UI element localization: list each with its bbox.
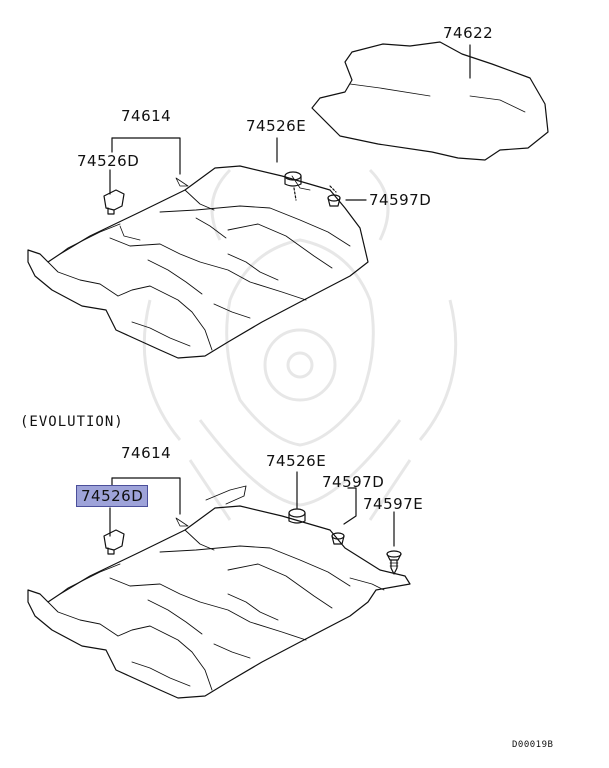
plug-part-bottom	[288, 508, 306, 524]
fastener-part-top	[327, 185, 341, 207]
clip-part-bottom	[103, 529, 125, 555]
part-label-fastener-top[interactable]: 74597D	[369, 191, 432, 209]
floor-carpet-top	[27, 165, 369, 359]
variant-caption: (EVOLUTION)	[20, 414, 124, 430]
part-label-clip-top[interactable]: 74526D	[77, 152, 140, 170]
samurai-crest-watermark	[142, 168, 458, 521]
part-label-plug-bottom[interactable]: 74526E	[266, 452, 327, 470]
part-label-carpet-bottom[interactable]: 74614	[121, 444, 172, 462]
clip-part-top	[103, 189, 125, 215]
floor-carpet-bottom	[27, 485, 411, 699]
part-label-fastener-e-bottom[interactable]: 74597E	[363, 495, 424, 513]
part-label-clip-bottom-highlighted[interactable]: 74526D	[76, 485, 149, 507]
diagram-code: D00019B	[512, 740, 554, 750]
plug-part-top	[284, 171, 302, 201]
part-label-trunk-mat[interactable]: 74622	[443, 24, 494, 42]
trunk-mat-part	[311, 41, 549, 161]
part-label-carpet-top[interactable]: 74614	[121, 107, 172, 125]
part-label-fastener-d-bottom[interactable]: 74597D	[322, 473, 385, 491]
part-label-plug-top[interactable]: 74526E	[246, 117, 307, 135]
fastener-d-part-bottom	[331, 532, 345, 545]
fastener-e-part-bottom	[386, 550, 402, 575]
